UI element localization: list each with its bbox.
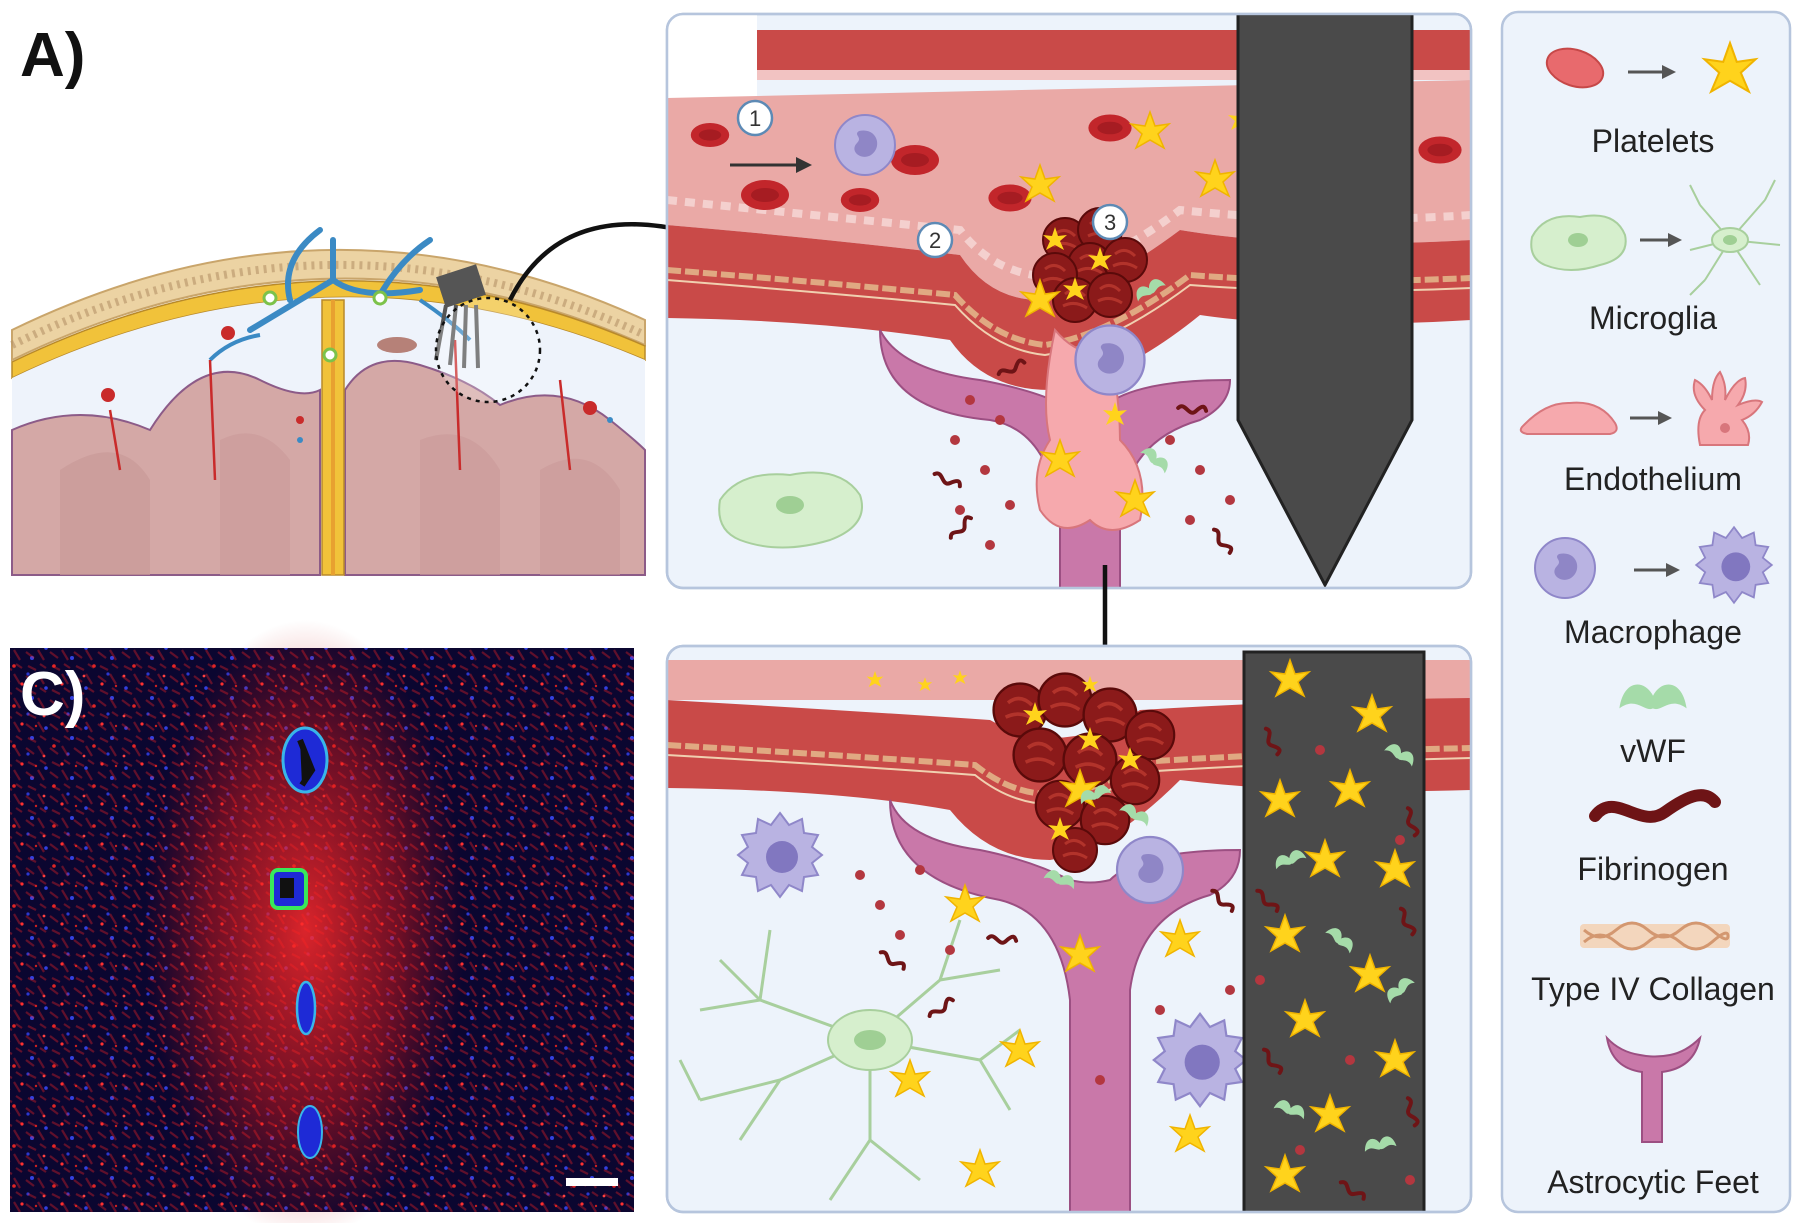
legend-item-collagen: Type IV Collagen bbox=[1531, 921, 1775, 1007]
endothelium-activated-icon bbox=[1692, 370, 1764, 446]
legend-label-endothelium: Endothelium bbox=[1564, 461, 1742, 497]
step-2: 2 bbox=[929, 228, 941, 253]
legend-label-platelets: Platelets bbox=[1592, 123, 1715, 159]
panel-c-label: C) bbox=[20, 660, 85, 729]
endothelium-resting-icon bbox=[1519, 401, 1618, 435]
microglia-activated-icon bbox=[1689, 179, 1781, 296]
legend-item-microglia: Microglia bbox=[1530, 179, 1781, 336]
panel-c-micrograph bbox=[10, 620, 634, 1223]
platelet-resting-icon bbox=[1545, 47, 1605, 89]
legend-label-macrophage: Macrophage bbox=[1564, 614, 1742, 650]
legend-label-collagen: Type IV Collagen bbox=[1531, 971, 1775, 1007]
legend-item-astrocytic-feet: Astrocytic Feet bbox=[1547, 1034, 1759, 1200]
astrocytic-feet-icon bbox=[1605, 1034, 1702, 1143]
step-3: 3 bbox=[1104, 210, 1116, 235]
panel-b-top-acute-injury: 1 2 3 bbox=[665, 12, 1473, 590]
legend-panel: Platelets Microglia Endothelium bbox=[1500, 10, 1792, 1214]
legend-label-fibrinogen: Fibrinogen bbox=[1577, 851, 1728, 887]
legend-item-fibrinogen: Fibrinogen bbox=[1577, 789, 1729, 887]
panel-a-label: A) bbox=[20, 21, 85, 90]
fibrinogen-icon bbox=[1589, 789, 1721, 823]
panel-b-bottom-chronic-response bbox=[665, 644, 1473, 1214]
step-1: 1 bbox=[749, 106, 761, 131]
legend-label-astrocytic-feet: Astrocytic Feet bbox=[1547, 1164, 1759, 1200]
legend-label-vwf: vWF bbox=[1620, 733, 1686, 769]
collagen-icon bbox=[1580, 921, 1730, 951]
legend-item-vwf: vWF bbox=[1619, 684, 1687, 769]
legend-item-macrophage: Macrophage bbox=[1534, 526, 1773, 650]
legend-item-platelets: Platelets bbox=[1545, 41, 1757, 159]
panel-a-brain-section bbox=[10, 220, 700, 576]
scale-bar bbox=[566, 1178, 618, 1186]
legend-label-microglia: Microglia bbox=[1589, 300, 1717, 336]
legend-item-endothelium: Endothelium bbox=[1519, 370, 1764, 497]
macrophage-resting-icon bbox=[1534, 537, 1596, 599]
